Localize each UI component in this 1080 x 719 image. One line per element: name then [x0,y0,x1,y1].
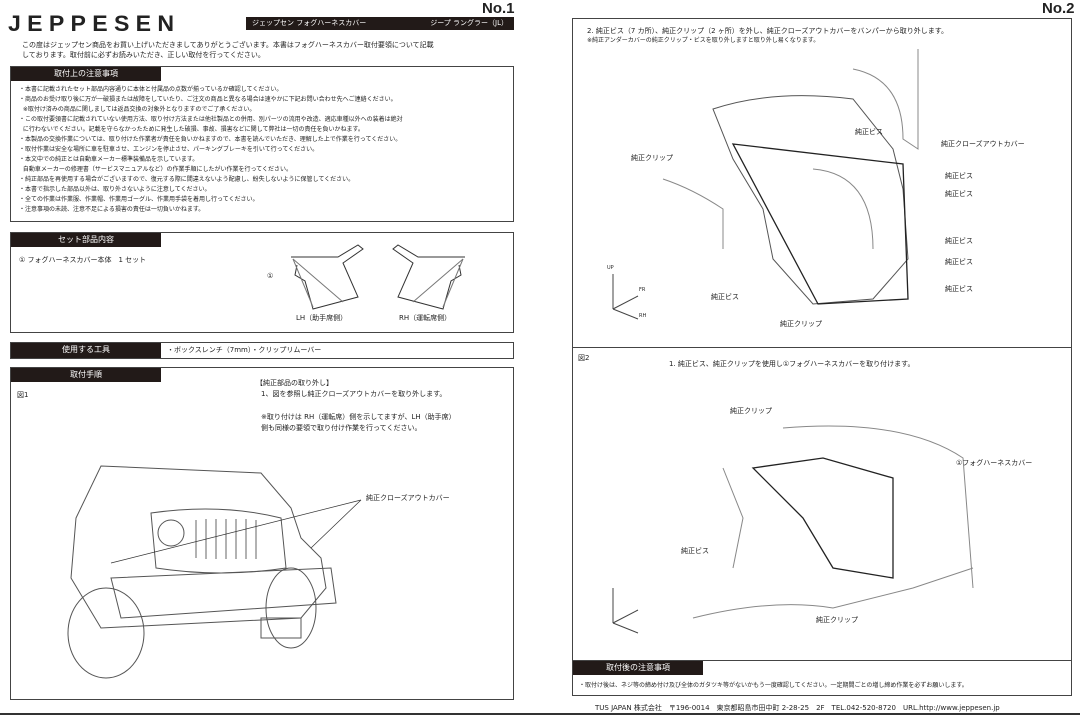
jeep-drawing [67,465,337,679]
cautions-box: 取付上の注意事項 ・本書に記載されたセット部品内容通りに本体と付属品の点数が揃っ… [10,66,514,222]
label-screw: 純正ビス [945,190,973,198]
label-screw: 純正ビス [945,172,973,180]
axis-up: UP [607,265,614,271]
label-clip-left: 純正クリップ [631,154,673,162]
note-line: 側も同様の要領で取り付け作業を行ってください。 [261,424,422,432]
axis-indicator-icon [612,588,639,634]
label-clip-bottom: 純正クリップ [816,616,858,624]
bottom-rule [0,713,1080,715]
intro-line: この度はジェップセン商品をお買い上げいただきましてありがとうございます。本書はフ… [22,41,434,49]
caution-item: ・取付作業は安全な場所に車を駐車させ、エンジンを停止させ、パーキングブレーキを引… [19,146,319,153]
cautions-heading: 取付上の注意事項 [11,67,161,81]
label-screw: 純正ビス [945,258,973,266]
section-title: 【純正部品の取り外し】 [256,379,333,387]
procedure-heading: 取付手順 [11,368,161,382]
figure2-box: 図2 1. 純正ビス、純正クリップを使用し①フォグハーネスカバーを取り付けます。… [572,347,1072,661]
lh-label: LH（助手席側） [296,314,348,322]
after-install-box: 取付後の注意事項 ・取付け後は、ネジ等の締め付け及び全体のガタツキ等がないかもう… [572,660,1072,696]
tools-value: ・ボックスレンチ（7mm）・クリップリムーバー [167,346,322,354]
step-2: 2. 純正ビス（7 カ所）、純正クリップ（2 ヶ所）を外し、純正クローズアウトカ… [587,27,949,35]
label-clip-bottom: 純正クリップ [780,320,822,328]
label-screw: 純正ビス [945,237,973,245]
caution-item: ※取付け済みの商品に関しましては返品交換の対象外となりますのでご了承ください。 [19,106,256,113]
axis-fr: FR [639,287,646,293]
procedure-box: 取付手順 図1 【純正部品の取り外し】 1、図を参照し純正クローズアウトカバーを… [10,367,514,700]
axis-indicator-icon [612,274,639,320]
brand-logo: JEPPESEN [8,11,181,36]
figure2-label: 図2 [578,354,590,362]
tools-heading: 使用する工具 [11,343,161,358]
step2-box: 2. 純正ビス（7 カ所）、純正クリップ（2 ヶ所）を外し、純正クローズアウトカ… [572,18,1072,348]
caution-item: ・この取付要領書に記載されていない使用方法、取り付け方法または他社製品との併用、… [19,116,403,123]
page-number: No.2 [1042,0,1075,17]
label-screw-top: 純正ビス [855,128,883,136]
caution-item: ・本文中での純正とは自動車メーカー標準装備品を示しています。 [19,156,199,163]
caution-item: ・商品のお受け取り後に万が一破損または故障をしていたり、ご注文の商品と異なる場合… [19,96,397,103]
parts-marker: ① [267,272,274,280]
caution-item: ・注意事項の未読、注意不足による損害の責任は一切負いかねます。 [19,206,205,213]
parts-heading: セット部品内容 [11,233,161,247]
label-screw: 純正ビス [681,547,709,555]
footer-company-info: TUS JAPAN 株式会社 〒196-0014 東京都昭島市田中町 2-28-… [595,704,1000,712]
callout-closeout-cover: 純正クローズアウトカバー [366,494,450,502]
caution-item: ・全ての作業は作業服、作業帽、作業用ゴーグル、作業用手袋を着用し行ってください。 [19,196,259,203]
callout-leader-lines [110,499,362,564]
caution-item: ・純正部品を再使用する場合がございますので、復元する際に間違えないよう配慮し、紛… [19,176,355,183]
parts-box: セット部品内容 ① フォグハーネスカバー本体 1 セット ① LH（助手席側） … [10,232,514,333]
label-clip-top: 純正クリップ [730,407,772,415]
cover-install-drawing [692,425,974,619]
install-step: 1. 純正ビス、純正クリップを使用し①フォグハーネスカバーを取り付けます。 [669,360,915,368]
title-bar: ジェップセン フォグハーネスカバー ジープ ラングラー（JL） [246,17,514,30]
label-closeout-cover: 純正クローズアウトカバー [941,140,1025,148]
caution-item: ・本書に記載されたセット部品内容通りに本体と付属品の点数が揃っているか確認してく… [19,86,283,93]
caution-item: ・本製品の交換作業については、取り付けた作業者が責任を負いかねますので、本書を読… [19,136,402,143]
axis-rh: RH [639,313,647,319]
product-name: ジェップセン フォグハーネスカバー [252,19,367,27]
page-number: No.1 [482,0,515,17]
caution-item: に行わないでください。記載を守らなかったために発生した破損、事故、損害などに関し… [19,126,364,133]
step-2-note: ※純正アンダーカバーの純正クリップ・ビスを取り外しますと取り外し易くなります。 [587,37,820,44]
label-screw-bottom: 純正ビス [711,293,739,301]
caution-item: 自動車メーカーの修理書（サービスマニュアルなど）の作業手順にしたがい作業を行って… [19,166,292,173]
figure-label: 図1 [17,391,29,399]
parts-item: ① フォグハーネスカバー本体 1 セット [19,256,147,264]
step-1: 1、図を参照し純正クローズアウトカバーを取り外します。 [261,390,447,398]
tools-box: 使用する工具 ・ボックスレンチ（7mm）・クリップリムーバー [10,342,514,359]
label-fog-harness-cover: ①フォグハーネスカバー [956,459,1033,467]
rh-label: RH（運転席側） [399,314,452,322]
intro-line: しております。取付前に必ずお読みいただき、正しい取付を行ってください。 [22,51,265,59]
bumper-removal-drawing [662,49,919,305]
after-heading: 取付後の注意事項 [573,661,703,675]
rh-part-drawing [392,244,465,310]
lh-part-drawing [291,244,364,310]
after-text: ・取付け後は、ネジ等の締め付け及び全体のガタツキ等がないかもう一度確認してくださ… [579,682,968,689]
note-line: ※取り付けは RH（運転席）側を示してますが、LH（助手席） [261,413,456,421]
vehicle-name: ジープ ラングラー（JL） [430,19,508,27]
caution-item: ・本書で指示した部品以外は、取り外さないように注意してください。 [19,186,211,193]
label-screw: 純正ビス [945,285,973,293]
